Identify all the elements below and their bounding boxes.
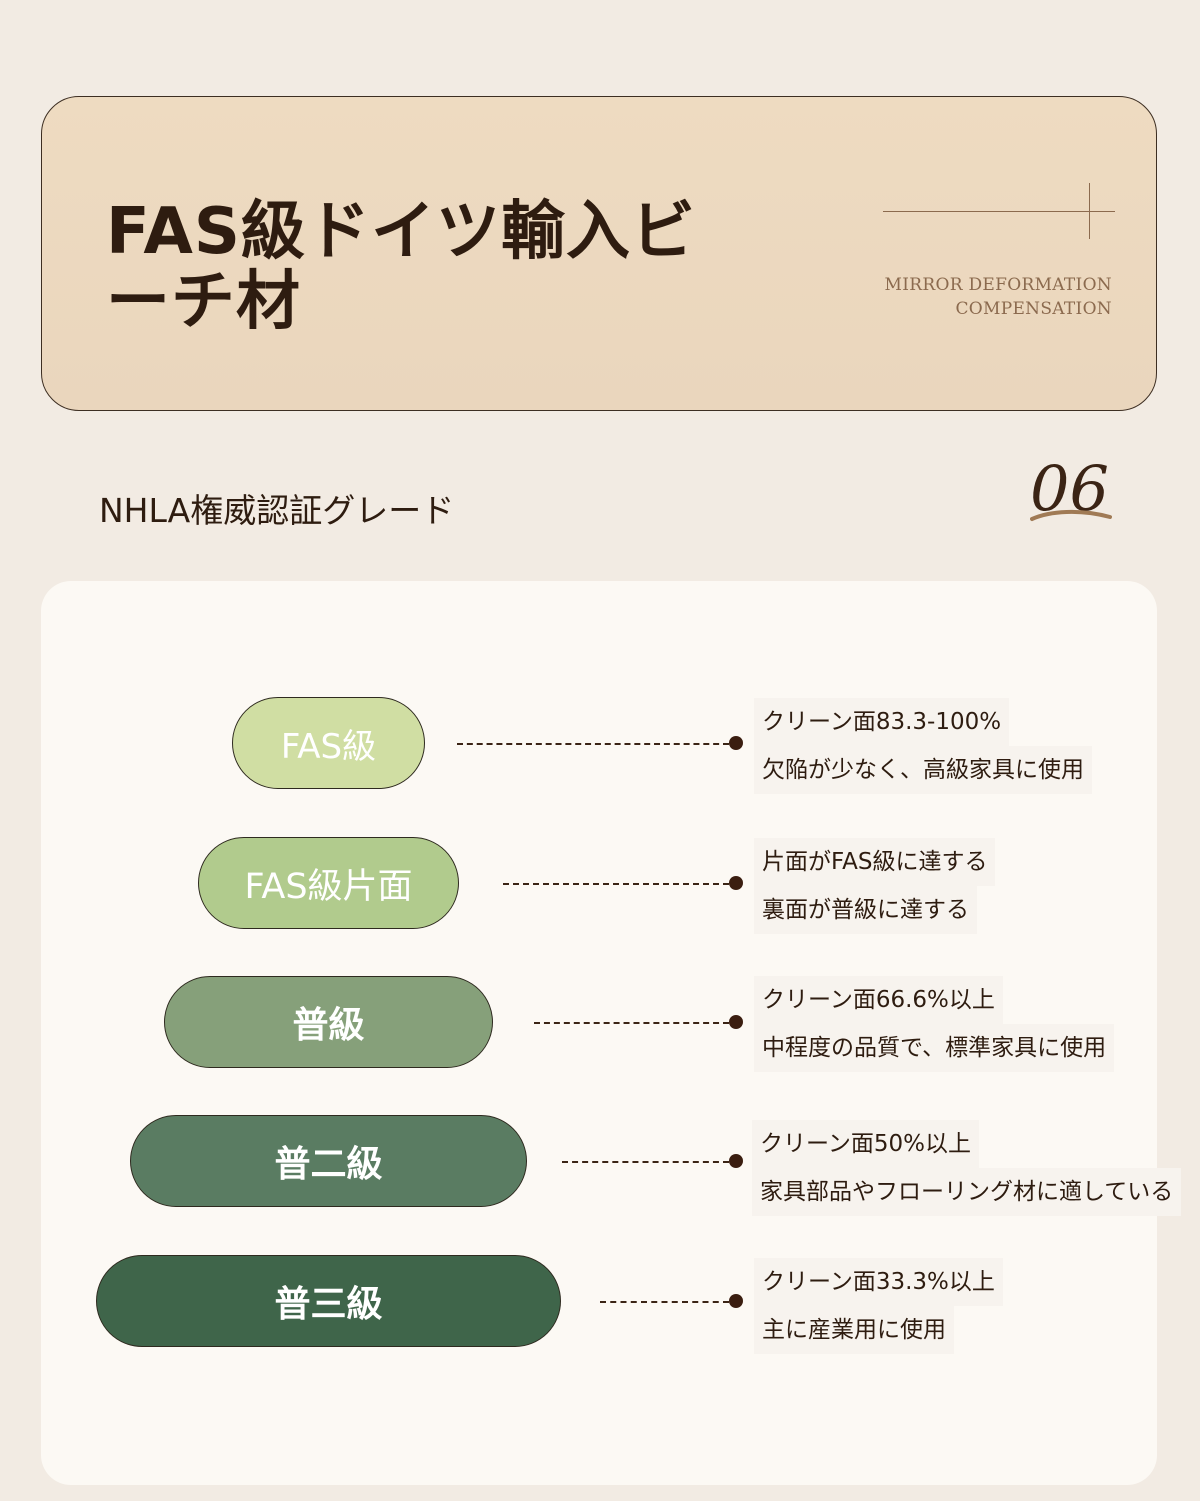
grade-description-line1: クリーン面50%以上 <box>752 1120 979 1168</box>
grade-description: 片面がFAS級に達する 裏面が普級に達する <box>754 838 996 934</box>
dashed-connector <box>457 743 729 745</box>
dashed-connector <box>600 1301 729 1303</box>
grade-pill-fas: FAS級 <box>232 697 425 789</box>
grade-pill-common: 普級 <box>164 976 493 1068</box>
grade-description-line2: 中程度の品質で、標準家具に使用 <box>754 1024 1115 1072</box>
grade-description-line2: 欠陥が少なく、高級家具に使用 <box>754 746 1092 794</box>
dashed-connector <box>503 883 729 885</box>
grade-pill-common-2: 普二級 <box>130 1115 527 1207</box>
grade-description: クリーン面33.3%以上 主に産業用に使用 <box>754 1258 1003 1354</box>
grade-pill-label: FAS級 <box>280 726 377 767</box>
grade-pill-common-3: 普三級 <box>96 1255 561 1347</box>
grade-pill-label: 普三級 <box>274 1284 383 1325</box>
section-label: NHLA権威認証グレード <box>99 491 455 530</box>
decorative-cross-horizontal <box>883 211 1115 212</box>
grade-description-line1: クリーン面66.6%以上 <box>754 976 1003 1024</box>
page-title: FAS級ドイツ輸入ビーチ材 <box>106 195 696 339</box>
decorative-cross-vertical <box>1089 183 1090 239</box>
grade-pill-label: 普級 <box>292 1005 365 1046</box>
grade-description-line1: 片面がFAS級に達する <box>754 838 996 886</box>
dashed-connector <box>534 1022 729 1024</box>
english-subtitle-line1: MIRROR DEFORMATION <box>884 275 1112 295</box>
connector-dot <box>729 736 743 750</box>
grade-description: クリーン面83.3-100% 欠陥が少なく、高級家具に使用 <box>754 698 1092 794</box>
english-subtitle-line2: COMPENSATION <box>955 299 1112 319</box>
english-subtitle: MIRROR DEFORMATION COMPENSATION <box>885 273 1112 321</box>
grade-description-line1: クリーン面33.3%以上 <box>754 1258 1003 1306</box>
grade-description: クリーン面66.6%以上 中程度の品質で、標準家具に使用 <box>754 976 1115 1072</box>
grade-pill-label: 普二級 <box>274 1144 383 1185</box>
header-card: FAS級ドイツ輸入ビーチ材 MIRROR DEFORMATION COMPENS… <box>41 96 1157 411</box>
connector-dot <box>729 1154 743 1168</box>
grade-description-line1: クリーン面83.3-100% <box>754 698 1010 746</box>
dashed-connector <box>562 1161 729 1163</box>
connector-dot <box>729 1015 743 1029</box>
grade-pill-fas-one-face: FAS級片面 <box>198 837 459 929</box>
grade-description-line2: 主に産業用に使用 <box>754 1306 954 1354</box>
grade-description-line2: 家具部品やフローリング材に適している <box>752 1168 1182 1216</box>
grade-description-line2: 裏面が普級に達する <box>754 886 977 934</box>
grade-description: クリーン面50%以上 家具部品やフローリング材に適している <box>752 1120 1182 1216</box>
connector-dot <box>729 876 743 890</box>
grade-pill-label: FAS級片面 <box>244 866 413 907</box>
number-swash-decoration <box>1030 509 1112 521</box>
connector-dot <box>729 1294 743 1308</box>
